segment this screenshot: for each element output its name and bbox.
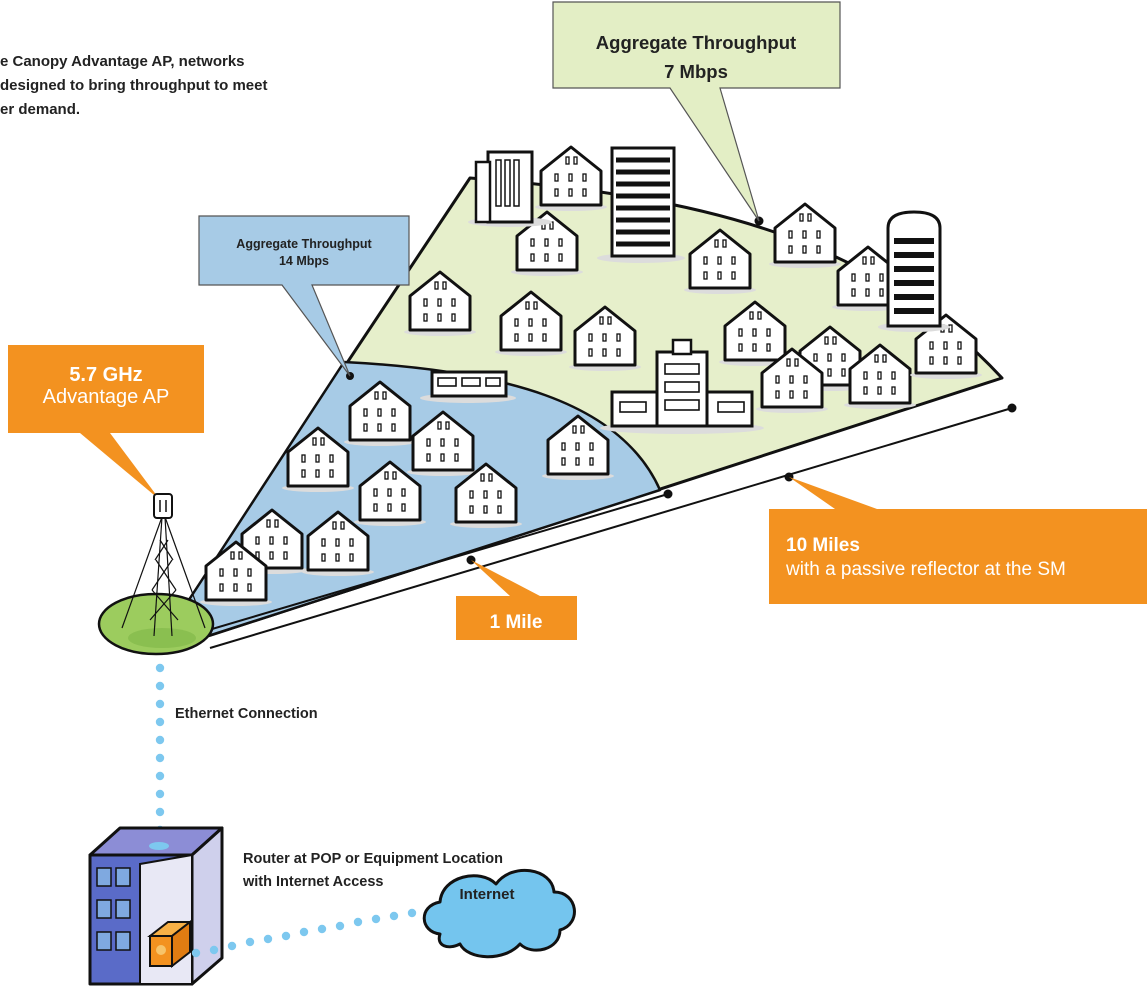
router-label: Router at POP or Equipment Location with…: [243, 848, 503, 894]
high-rise: [597, 146, 685, 263]
router-line-1: Router at POP or Equipment Location: [243, 851, 503, 867]
near-throughput-value: 14 Mbps: [278, 254, 329, 268]
internet-label: Internet: [459, 886, 515, 903]
intro-line-1: e Canopy Advantage AP, networks: [0, 53, 245, 70]
ap-callout: [8, 345, 204, 500]
far-range-label: 10 Miles with a passive reflector at the…: [786, 534, 1146, 582]
office-tower: [468, 150, 552, 227]
far-throughput-value: 7 Mbps: [664, 61, 728, 82]
ap-tower: [97, 493, 215, 656]
near-range-label: 1 Mile: [489, 612, 543, 633]
router-line-2: with Internet Access: [243, 874, 384, 890]
far-throughput-callout: [552, 1, 841, 222]
ap-name: Advantage AP: [42, 386, 170, 408]
ethernet-link: [155, 663, 165, 853]
ap-label: 5.7 GHz Advantage AP: [8, 364, 204, 408]
far-range-callout: [769, 477, 1147, 604]
internet-cloud: [422, 868, 576, 959]
ap-frequency: 5.7 GHz: [69, 364, 143, 386]
ethernet-label: Ethernet Connection: [175, 706, 318, 722]
bus-depot: [420, 370, 516, 403]
far-range-note: with a passive reflector at the SM: [786, 559, 1066, 580]
internet-link: [191, 908, 417, 958]
intro-line-3: er demand.: [0, 101, 81, 118]
range-rulers: [184, 403, 1017, 649]
near-throughput-callout: [198, 215, 410, 377]
intro-text: e Canopy Advantage AP, networks designed…: [0, 50, 380, 122]
far-range-distance: 10 Miles: [786, 535, 860, 556]
intro-line-2: designed to bring throughput to meet: [0, 77, 268, 94]
pop-building: [88, 826, 224, 986]
near-throughput-title: Aggregate Throughput: [236, 237, 372, 251]
far-throughput-title: Aggregate Throughput: [595, 32, 797, 53]
near-throughput-label: Aggregate Throughput 14 Mbps: [199, 236, 409, 270]
round-tower: [878, 210, 950, 332]
school-building: [600, 338, 764, 434]
far-throughput-label: Aggregate Throughput 7 Mbps: [553, 28, 839, 86]
near-range-callout: [456, 560, 577, 640]
